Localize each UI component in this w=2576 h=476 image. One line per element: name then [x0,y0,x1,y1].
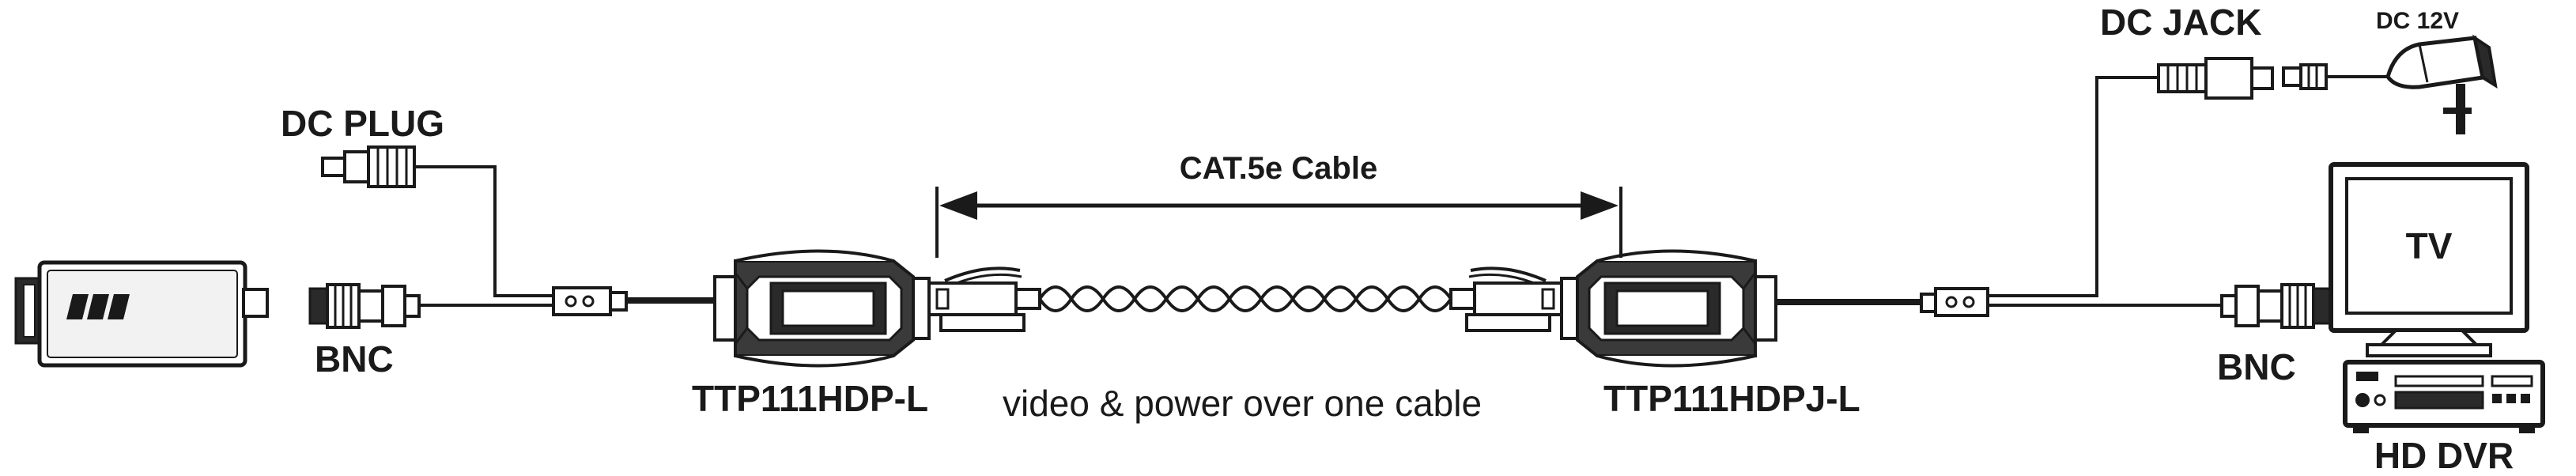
bnc-left-label: BNC [315,338,394,380]
receiver-model-label: TTP111HDPJ-L [1603,378,1860,419]
dc-jack-label: DC JACK [2100,2,2261,43]
cable-type-label: CAT.5e Cable [1180,151,1377,186]
transmitter-model-label: TTP111HDP-L [692,378,928,419]
dc-supply-label: DC 12V [2376,8,2459,34]
dvr-icon [2343,360,2545,433]
dc-supply-plug-icon [2282,63,2328,90]
power-adapter-icon [2385,34,2498,134]
camera-icon [14,260,269,368]
receiver-balun-icon [1560,249,1777,368]
rj45-plug-left-icon [927,266,1041,332]
tv-icon [2329,162,2529,357]
dvr-label: HD DVR [2374,435,2514,476]
bnc-connector-left-icon [308,283,421,329]
transmitter-balun-icon [713,249,931,368]
dc-jack-icon [2157,57,2274,100]
dc-plug-label: DC PLUG [281,103,444,144]
bnc-right-label: BNC [2217,346,2296,387]
inline-connector-right-icon [1920,287,1989,317]
cable-length-arrow [935,187,1622,258]
rj45-plug-right-icon [1449,266,1563,332]
twisted-pair-cable-icon [1038,285,1452,312]
dc-plug-icon [321,145,416,188]
bnc-connector-right-icon [2220,283,2332,329]
caption-label: video & power over one cable [1003,383,1482,424]
tv-label: TV [2406,225,2453,266]
inline-connector-left-icon [552,286,628,316]
